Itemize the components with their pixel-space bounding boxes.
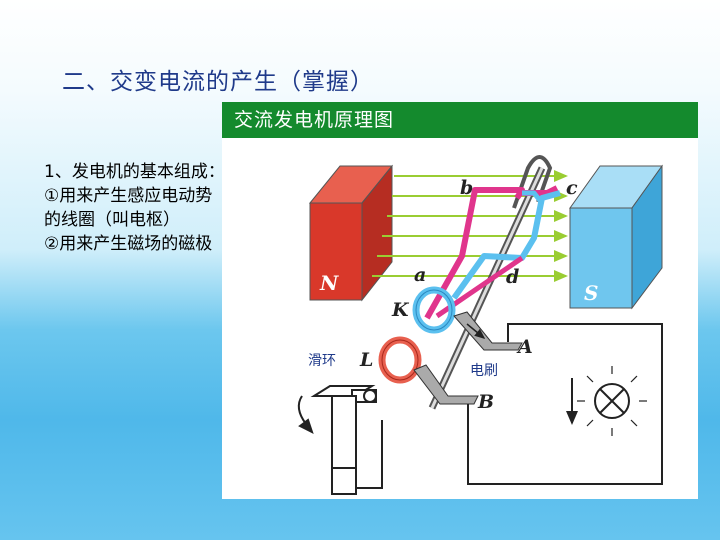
body-line-1: 1、发电机的基本组成： <box>44 162 225 182</box>
panel-header: 交流发电机原理图 <box>222 102 698 138</box>
brush-b <box>413 364 479 405</box>
body-line-3: 的线圈（叫电枢） <box>44 210 180 230</box>
external-circuit <box>467 323 663 485</box>
coil-label-c: c <box>566 177 578 199</box>
body-line-2: ①用来产生感应电动势 <box>44 186 213 206</box>
brush-a-label: A <box>516 336 533 358</box>
rotor-shaft <box>428 155 553 410</box>
lamp-icon <box>577 366 647 436</box>
ring-k-label: K <box>391 299 410 321</box>
south-magnet: S <box>569 164 663 310</box>
hand-crank <box>297 385 383 495</box>
north-magnet: N <box>308 164 394 302</box>
south-label: S <box>584 281 598 305</box>
coil-label-b: b <box>460 177 473 199</box>
coil-label-d: d <box>506 266 519 288</box>
coil-label-a: a <box>414 264 426 286</box>
slip-ring-caption: 滑环 <box>308 352 336 369</box>
body-text: 1、发电机的基本组成： ①用来产生感应电动势 的线圈（叫电枢） ②用来产生磁场的… <box>44 160 294 256</box>
brush-caption: 电刷 <box>470 363 498 379</box>
generator-diagram: N S a b c d K <box>297 155 663 495</box>
slide-title: 二、交变电流的产生（掌握） <box>62 69 374 95</box>
north-label: N <box>319 271 339 295</box>
brush-b-label: B <box>477 391 494 413</box>
body-line-4: ②用来产生磁场的磁极 <box>44 234 213 254</box>
slip-ring-l <box>378 336 422 384</box>
brush-a <box>453 311 523 351</box>
ring-l-label: L <box>359 349 373 371</box>
slip-ring-k <box>412 286 456 334</box>
